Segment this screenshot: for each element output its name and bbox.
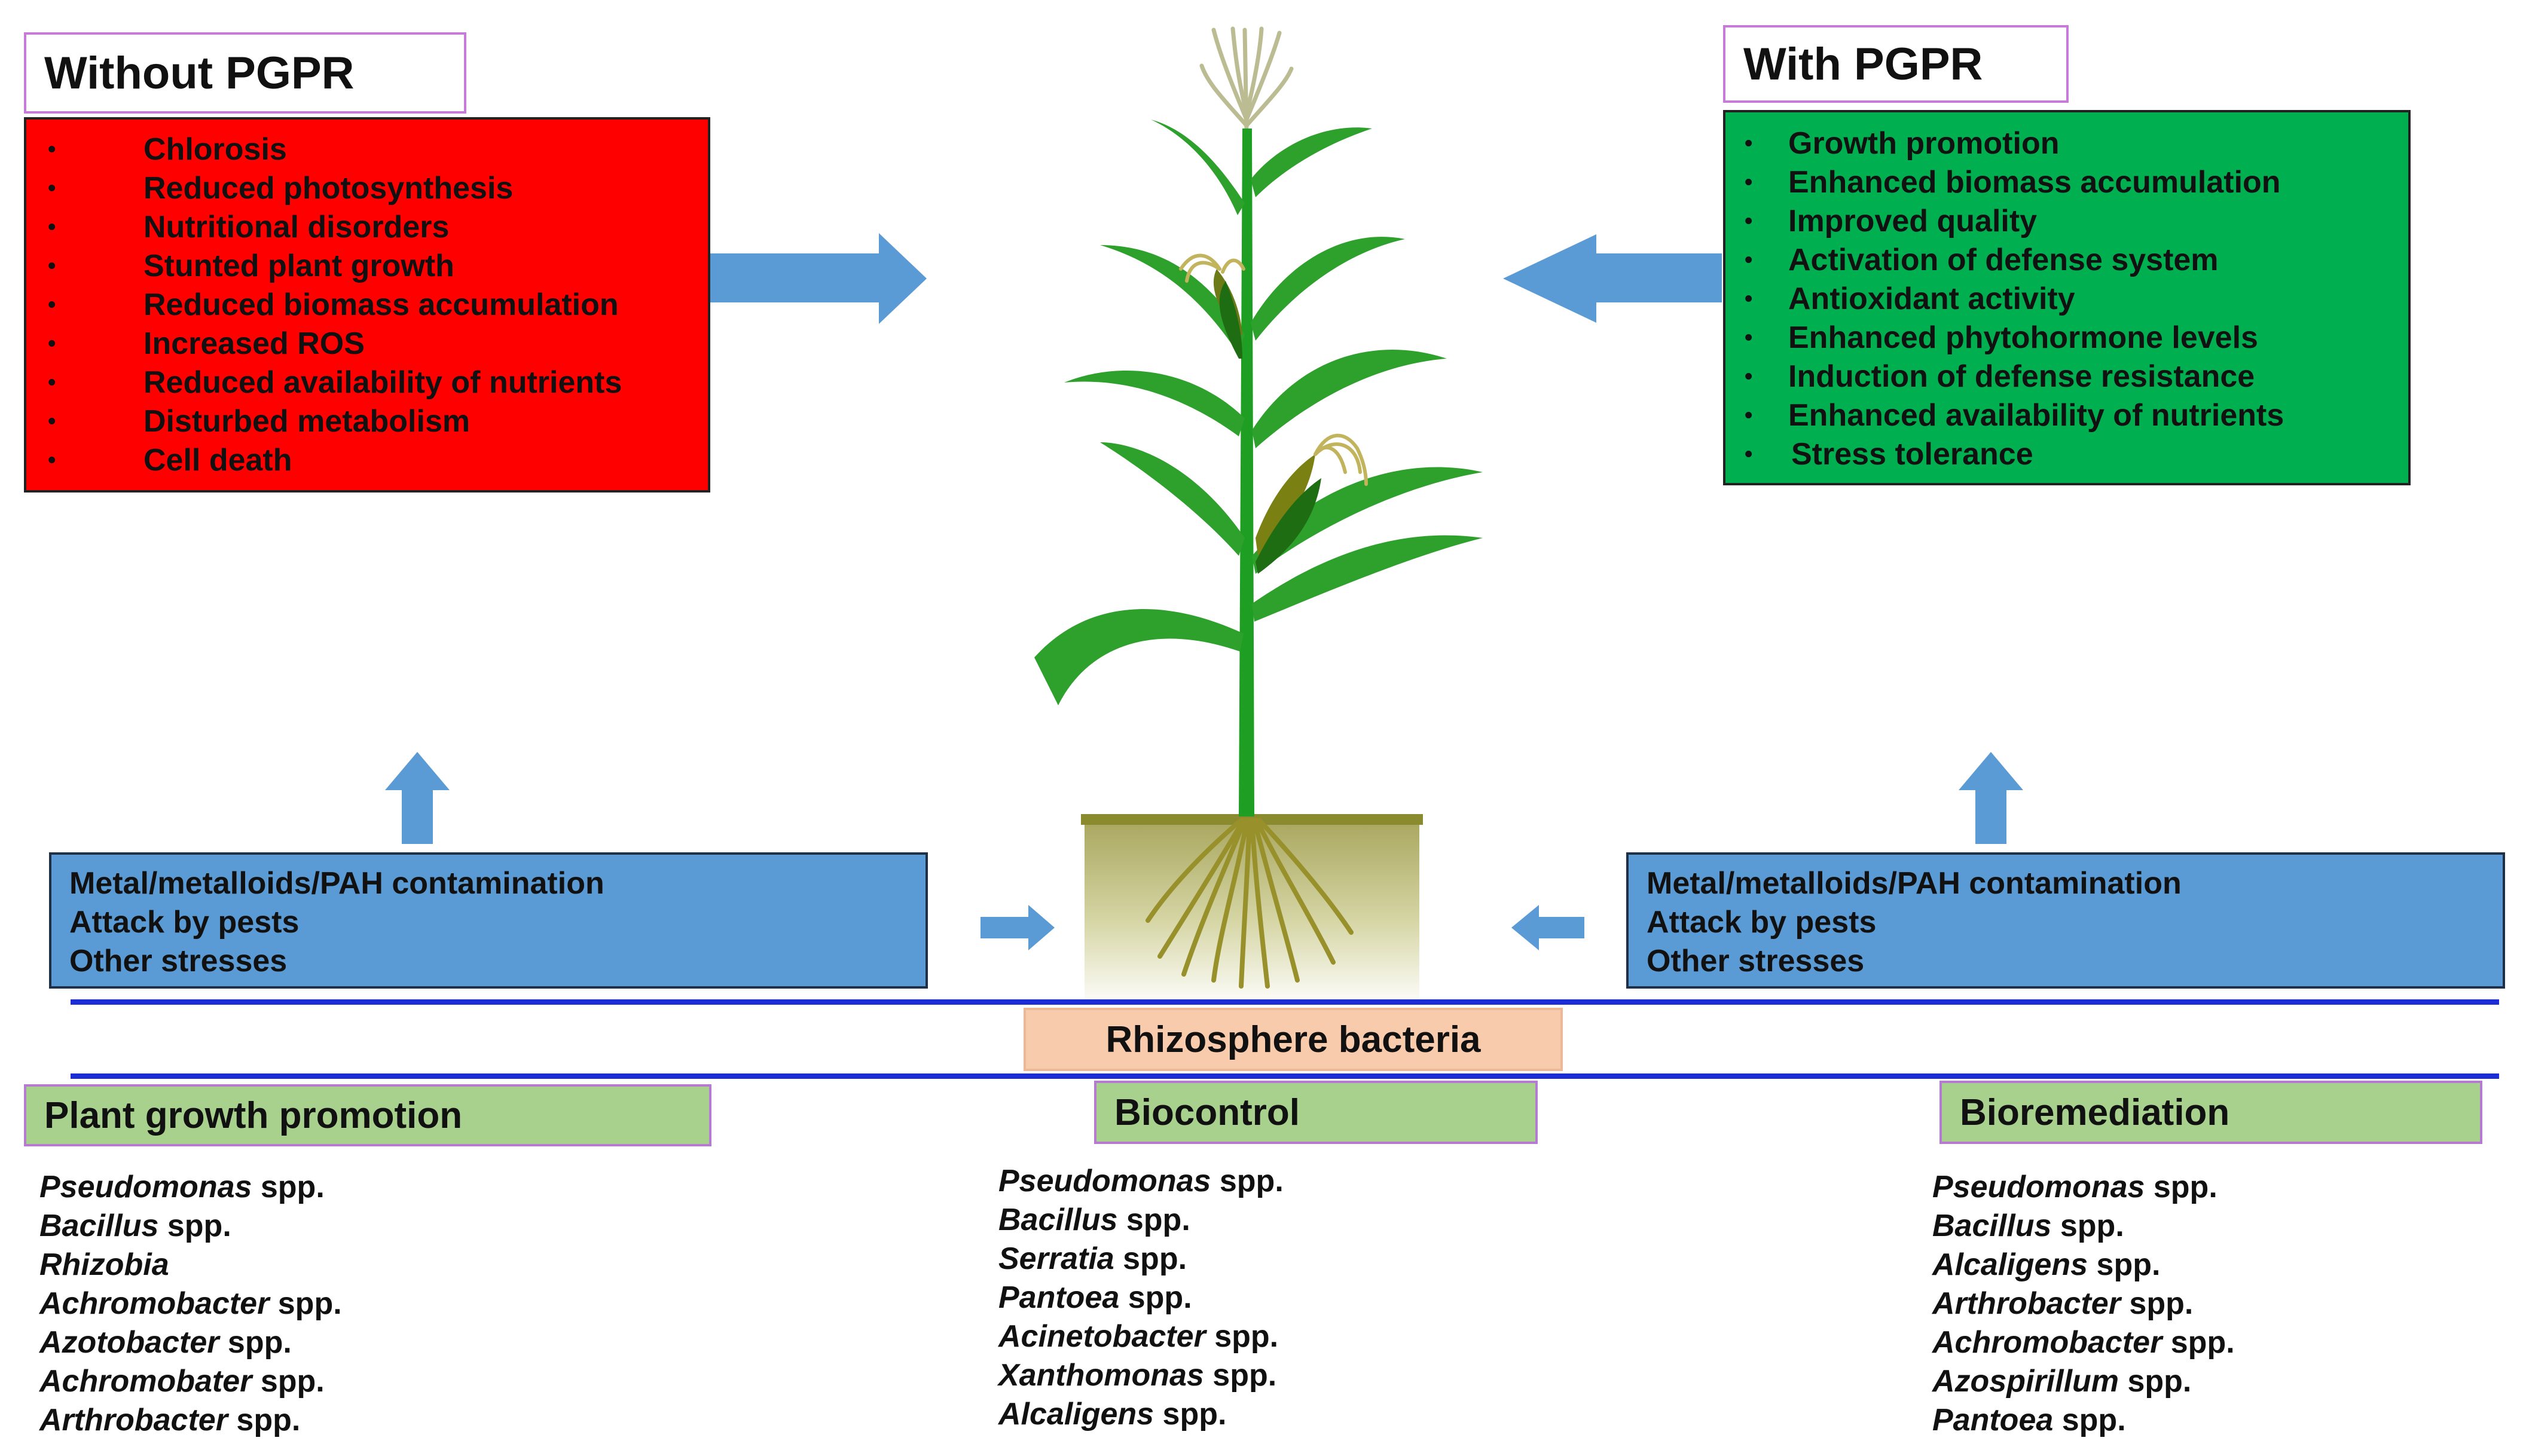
list-item: •Increased ROS [48,326,365,361]
stress-item: Other stresses [69,944,288,978]
list-item: Pantoea spp. [1932,1403,2126,1437]
small-left-arrow [1511,905,1584,950]
rhizosphere-label-box: Rhizosphere bacteria [1024,1008,1563,1071]
list-item: •Disturbed metabolism [48,404,471,439]
list-item: Azospirillum spp. [1932,1364,2192,1399]
list-item: •Activation of defense system [1745,243,2219,277]
with-pgpr-effects-list: •Growth promotion •Enhanced biomass accu… [1725,112,2408,474]
list-item: Bacillus spp. [1932,1209,2124,1243]
up-arrow-right [1959,752,2023,844]
stress-box-left: Metal/metalloids/PAH contamination Attac… [49,852,928,989]
list-item: Pseudomonas spp. [1932,1170,2217,1204]
up-arrow-left [385,752,450,844]
list-item: Pseudomonas spp. [39,1170,325,1204]
list-item: •Antioxidant activity [1745,282,2075,316]
stem [1239,129,1254,816]
without-pgpr-effects-box: •Chlorosis •Reduced photosynthesis •Nutr… [24,117,710,493]
list-item: •Enhanced phytohormone levels [1745,320,2258,355]
category-label: Biocontrol [1114,1091,1300,1133]
list-item: •Reduced availability of nutrients [48,365,622,400]
rhizosphere-label: Rhizosphere bacteria [1105,1018,1481,1060]
list-item: Serratia spp. [998,1241,1187,1276]
list-item: Alcaligens spp. [998,1397,1227,1431]
list-item: •Reduced photosynthesis [48,171,514,206]
list-item: Arthrobacter spp. [1932,1286,2194,1321]
list-item: Achromobacter spp. [1932,1325,2235,1360]
roots [1146,818,1354,989]
list-item: •Chlorosis [48,132,287,167]
small-right-arrow [981,905,1055,950]
separator-line-top [71,999,2499,1005]
leaves [1034,120,1483,705]
category-label: Plant growth promotion [44,1094,463,1136]
list-item: •Stress tolerance [1745,437,2033,472]
with-pgpr-effects-box: •Growth promotion •Enhanced biomass accu… [1723,110,2411,485]
with-pgpr-title-text: With PGPR [1743,38,1983,90]
tassel [1199,26,1294,134]
list-item: Acinetobacter spp. [998,1319,1279,1354]
list-item: Achromobater spp. [39,1364,325,1399]
list-item: Azotobacter spp. [39,1325,292,1360]
list-item: Alcaligens spp. [1932,1247,2161,1282]
species-list-bioremediation: Pseudomonas spp. Bacillus spp. Alcaligen… [1932,1168,2235,1440]
right-arrow [710,233,927,324]
list-item: Achromobacter spp. [39,1286,342,1321]
without-pgpr-title: Without PGPR [24,32,466,114]
silk [1179,253,1368,486]
list-item: •Stunted plant growth [48,249,454,283]
stress-item: Attack by pests [1647,905,1877,940]
category-biocontrol: Biocontrol [1094,1081,1538,1144]
without-pgpr-title-text: Without PGPR [44,47,355,99]
list-item: •Induction of defense resistance [1745,359,2255,394]
list-item: Bacillus spp. [39,1209,231,1243]
stress-item: Attack by pests [69,905,300,940]
left-arrow [1503,234,1722,323]
list-item: •Enhanced biomass accumulation [1745,165,2281,200]
species-list-biocontrol: Pseudomonas spp. Bacillus spp. Serratia … [998,1162,1284,1434]
list-item: •Reduced biomass accumulation [48,287,619,322]
list-item: Pantoea spp. [998,1280,1192,1315]
separator-line-bottom [71,1073,2499,1079]
stress-item: Other stresses [1647,944,1865,978]
list-item: •Cell death [48,443,292,478]
stress-item: Metal/metalloids/PAH contamination [1647,866,2182,901]
species-list-plant-growth: Pseudomonas spp. Bacillus spp. Rhizobia … [39,1168,342,1440]
stress-item: Metal/metalloids/PAH contamination [69,866,604,901]
category-plant-growth-promotion: Plant growth promotion [24,1084,711,1146]
list-item: Xanthomonas spp. [998,1358,1277,1393]
list-item: •Enhanced availability of nutrients [1745,398,2284,433]
list-item: •Nutritional disorders [48,210,450,244]
list-item: •Growth promotion [1745,126,2060,161]
ears [1213,269,1321,574]
list-item: Arthrobacter spp. [39,1403,301,1437]
with-pgpr-title: With PGPR [1723,25,2069,103]
list-item: Rhizobia [39,1247,169,1282]
category-label: Bioremediation [1960,1091,2230,1133]
category-bioremediation: Bioremediation [1939,1081,2482,1144]
stress-box-right: Metal/metalloids/PAH contamination Attac… [1626,852,2505,989]
list-item: Pseudomonas spp. [998,1164,1284,1198]
without-pgpr-effects-list: •Chlorosis •Reduced photosynthesis •Nutr… [26,120,708,480]
list-item: •Improved quality [1745,204,2038,238]
list-item: Bacillus spp. [998,1203,1190,1237]
